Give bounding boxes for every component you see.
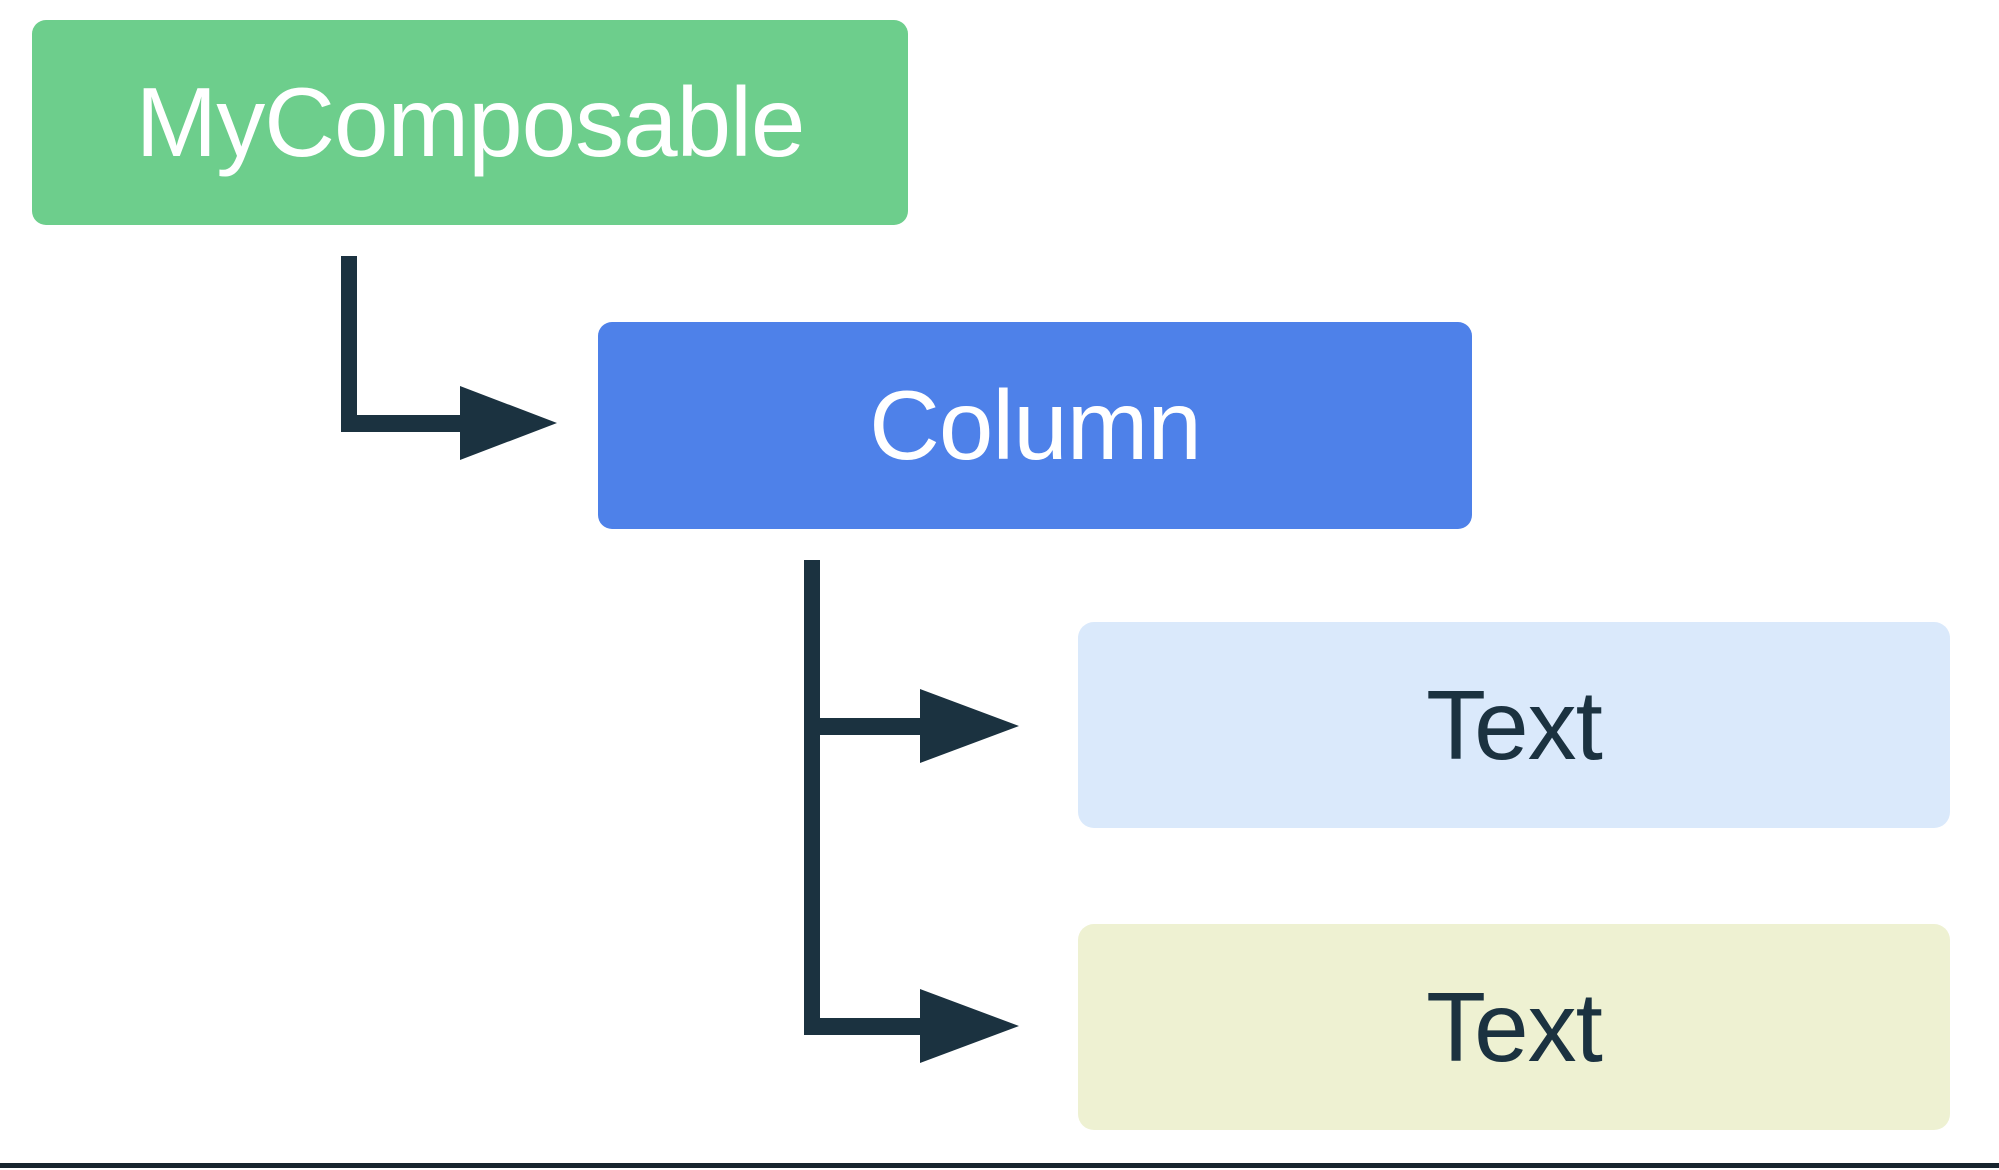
connector-root-horizontal-line xyxy=(341,415,460,432)
node-text-1: Text xyxy=(1078,622,1950,828)
connector-branch2-arrowhead-icon xyxy=(920,989,1019,1063)
connector-branch1-arrowhead-icon xyxy=(920,689,1019,763)
connector-branch2-horizontal-line xyxy=(804,1018,920,1035)
bottom-divider xyxy=(0,1163,1999,1168)
node-mycomposable-label: MyComposable xyxy=(135,67,806,177)
node-text-1-label: Text xyxy=(1426,669,1603,780)
connector-root-vertical-line xyxy=(341,256,357,432)
connector-column-vertical-line xyxy=(804,560,820,1035)
connector-root-arrowhead-icon xyxy=(460,386,557,460)
node-text-2-label: Text xyxy=(1426,971,1603,1082)
node-text-2: Text xyxy=(1078,924,1950,1130)
connector-branch1-horizontal-line xyxy=(804,718,920,735)
node-column: Column xyxy=(598,322,1472,529)
node-mycomposable: MyComposable xyxy=(32,20,908,225)
node-column-label: Column xyxy=(869,370,1202,480)
